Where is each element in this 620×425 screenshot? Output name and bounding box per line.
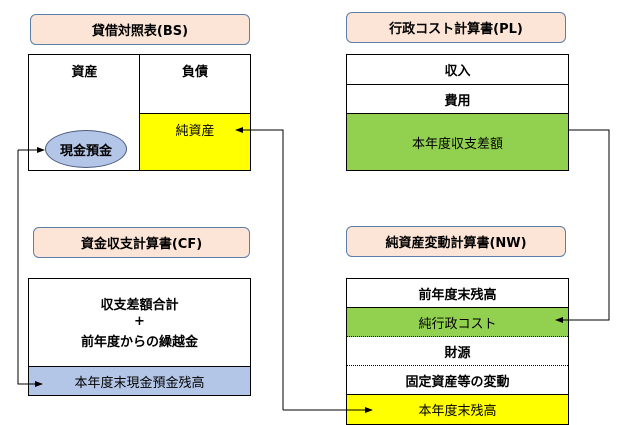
cf-line1: 収支差額合計 <box>100 297 179 313</box>
pl-title: 行政コスト計算書(PL) <box>346 12 566 43</box>
pl-to-nw-net-cost-connector <box>555 129 610 323</box>
bs-net-assets: 純資産 <box>140 113 250 170</box>
nw-ending: 本年度末残高 <box>347 395 568 424</box>
bs-title: 貸借対照表(BS) <box>30 14 250 45</box>
nw-prior: 前年度末残高 <box>347 279 568 308</box>
nw-net-cost: 純行政コスト <box>347 308 568 337</box>
bs-liabilities-label: 負債 <box>181 64 208 80</box>
nw-title: 純資産変動計算書(NW) <box>346 226 566 257</box>
bs-assets-label: 資産 <box>71 64 98 80</box>
cf-title: 資金収支計算書(CF) <box>33 227 250 258</box>
pl-balance: 本年度収支差額 <box>347 114 568 170</box>
pl-expenses: 費用 <box>347 85 568 114</box>
bs-divider <box>139 55 140 170</box>
cf-line2: 前年度からの繰越金 <box>80 334 198 350</box>
bs-cash-ellipse: 現金預金 <box>45 130 127 168</box>
nw-table: 前年度末残高 純行政コスト 財源 固定資産等の変動 本年度末残高 <box>346 278 569 425</box>
pl-table: 収入 費用 本年度収支差額 <box>346 54 569 171</box>
nw-funding: 財源 <box>347 337 568 366</box>
pl-revenue: 収入 <box>347 55 568 85</box>
cf-table: 収支差額合計 + 前年度からの繰越金 本年度末現金預金残高 <box>28 278 251 396</box>
nw-fixed-change: 固定資産等の変動 <box>347 366 568 395</box>
cf-to-bs-cash-connector <box>17 150 43 387</box>
nw-to-bs-net-assets-connector <box>235 127 284 410</box>
cf-ending-cash: 本年度末現金預金残高 <box>29 366 250 395</box>
bs-table: 資産 負債 純資産 現金預金 <box>28 54 251 171</box>
cf-plus: + <box>134 313 145 329</box>
